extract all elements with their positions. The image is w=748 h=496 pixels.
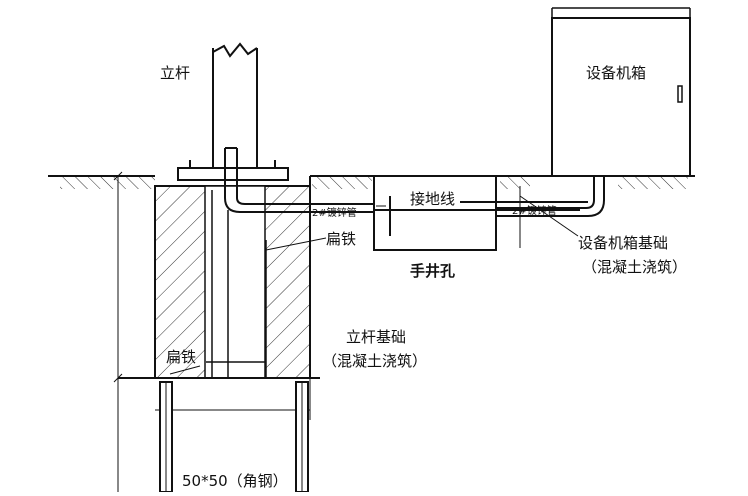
angle-steel-piles [159,381,309,493]
equipment-box-label: 设备机箱 [586,64,646,82]
ground-wire-label: 接地线 [410,190,455,208]
flat-iron-pole-label: 扁铁 [326,230,356,248]
pole-foundation-note: （混凝土浇筑） [322,352,427,370]
pole-foundation-label: 立杆基础 [346,328,406,346]
ground-surface [48,175,695,189]
hand-well [372,175,498,251]
pole-label: 立杆 [160,64,190,82]
dimension-lines [113,171,521,492]
pipe-label-right: 2#镀锌管 [512,204,557,217]
hand-well-label: 手井孔 [410,262,455,280]
pipe-label-left: 2#镀锌管 [312,206,357,219]
box-foundation-label: 设备机箱基础 [578,234,668,252]
box-handle-icon [677,85,683,103]
conduit-pipe-pole [206,147,374,378]
ground-wire [374,196,588,236]
box-foundation-note: （混凝土浇筑） [582,258,687,276]
flat-iron-bottom-label: 扁铁 [166,348,196,366]
pole [177,42,289,181]
leader-lines [169,195,579,375]
equipment-box [551,7,691,177]
angle-steel-label: 50*50（角钢） [182,472,288,490]
pole-foundation [118,176,320,379]
